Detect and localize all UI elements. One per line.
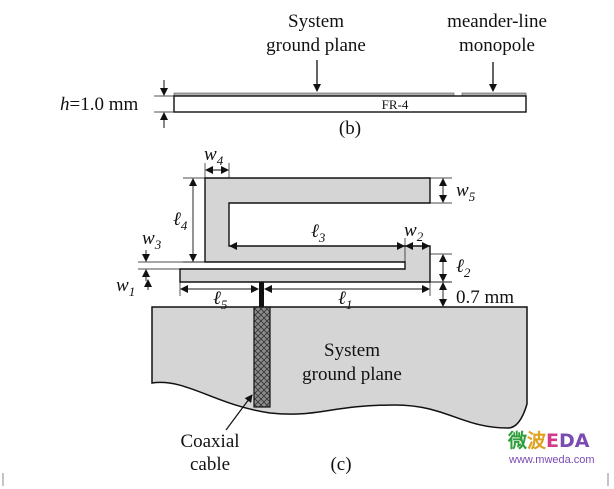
meander-line-monopole <box>179 177 431 283</box>
panel-c: System ground plane w4 ℓ4 w5 ℓ3 w2 <box>116 144 528 475</box>
l4-label: ℓ4 <box>173 209 188 233</box>
ground-label-c-line2: ground plane <box>302 364 402 385</box>
coax-arrow <box>225 394 253 431</box>
fr4-label: FR-4 <box>382 97 409 112</box>
watermark-logo-part1: 微 <box>507 429 528 452</box>
watermark-logo-part2: 波 <box>527 429 547 452</box>
coax-label-line2: cable <box>190 454 230 475</box>
coaxial-cable <box>253 306 271 408</box>
coax-label-line1: Coaxial <box>180 431 239 452</box>
panel-b: System ground plane meander-line monopol… <box>60 11 547 139</box>
monopole-label-line1: meander-line <box>447 11 547 32</box>
watermark-logo: 微波EDA <box>507 429 590 452</box>
w3-label: w3 <box>142 228 162 252</box>
w2-label: w2 <box>404 220 424 244</box>
ground-label-line2: ground plane <box>266 35 366 56</box>
watermark-url: www.mweda.com <box>508 454 595 466</box>
feed-pin <box>259 282 264 307</box>
w4-label: w4 <box>204 144 224 168</box>
h-dimension-label: h=1.0 mm <box>60 94 138 115</box>
watermark: 微波EDA www.mweda.com <box>507 429 595 466</box>
caption-c: (c) <box>330 454 351 475</box>
gap-label: 0.7 mm <box>456 287 514 308</box>
l2-label: ℓ2 <box>456 256 471 280</box>
l3-label: ℓ3 <box>311 221 326 245</box>
caption-b: (b) <box>339 118 361 139</box>
ground-label-line1: System <box>288 11 344 32</box>
watermark-logo-part3: E <box>546 430 559 452</box>
monopole-label-line2: monopole <box>459 35 535 56</box>
w1-label: w1 <box>116 275 135 299</box>
ground-label-c-line1: System <box>324 340 380 361</box>
l1-label: ℓ1 <box>338 288 352 312</box>
fr4-substrate <box>173 95 527 113</box>
w5-label: w5 <box>456 180 476 204</box>
l5-label: ℓ5 <box>213 288 228 312</box>
watermark-logo-part4: DA <box>559 430 590 452</box>
